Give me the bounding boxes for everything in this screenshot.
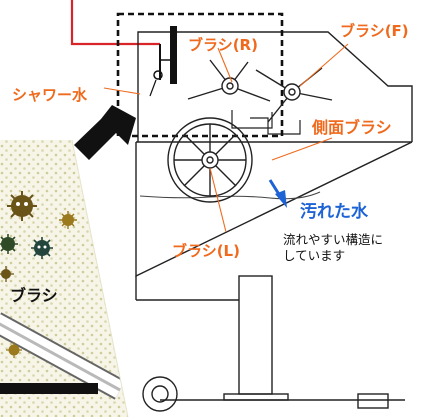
brush-r-icon bbox=[187, 59, 271, 102]
shower-water-label: シャワー水 bbox=[12, 86, 88, 104]
brush-f-label: ブラシ(F) bbox=[340, 22, 409, 40]
brush-l-label: ブラシ(L) bbox=[172, 242, 240, 260]
leader-lines bbox=[103, 43, 349, 233]
inset-bottom-bar bbox=[0, 383, 98, 394]
water-line bbox=[139, 191, 321, 200]
brush-r-label: ブラシ(R) bbox=[188, 36, 258, 54]
germ-icon bbox=[0, 234, 18, 254]
inset-brush-rod bbox=[0, 312, 126, 400]
note-line-1: 流れやすい構造に bbox=[283, 232, 384, 247]
germ-icon bbox=[0, 266, 14, 282]
side-brush-label: 側面ブラシ bbox=[312, 118, 392, 137]
dirty-water-label: 汚れた水 bbox=[300, 202, 368, 222]
inset-brush-label: ブラシ bbox=[10, 286, 58, 305]
magnify-arrow-icon bbox=[74, 105, 136, 160]
highlight-box bbox=[116, 12, 284, 138]
germ-icon bbox=[6, 342, 22, 358]
caster-wheel-icon bbox=[142, 376, 178, 412]
brush-f-icon bbox=[255, 67, 333, 123]
inset-panel bbox=[0, 139, 129, 417]
water-pipe-line bbox=[70, 0, 160, 46]
germ-icon bbox=[59, 211, 77, 229]
shower-nozzle-icon bbox=[149, 26, 177, 97]
machine-stand bbox=[136, 275, 405, 409]
germ-icon bbox=[7, 191, 37, 221]
note-line-2: しています bbox=[283, 248, 346, 263]
water-flow-arrow-icon bbox=[268, 179, 287, 208]
germ-icon bbox=[31, 237, 53, 259]
inner-baffles bbox=[231, 110, 301, 135]
machine-body bbox=[135, 31, 413, 300]
brush-l-icon bbox=[167, 117, 253, 203]
